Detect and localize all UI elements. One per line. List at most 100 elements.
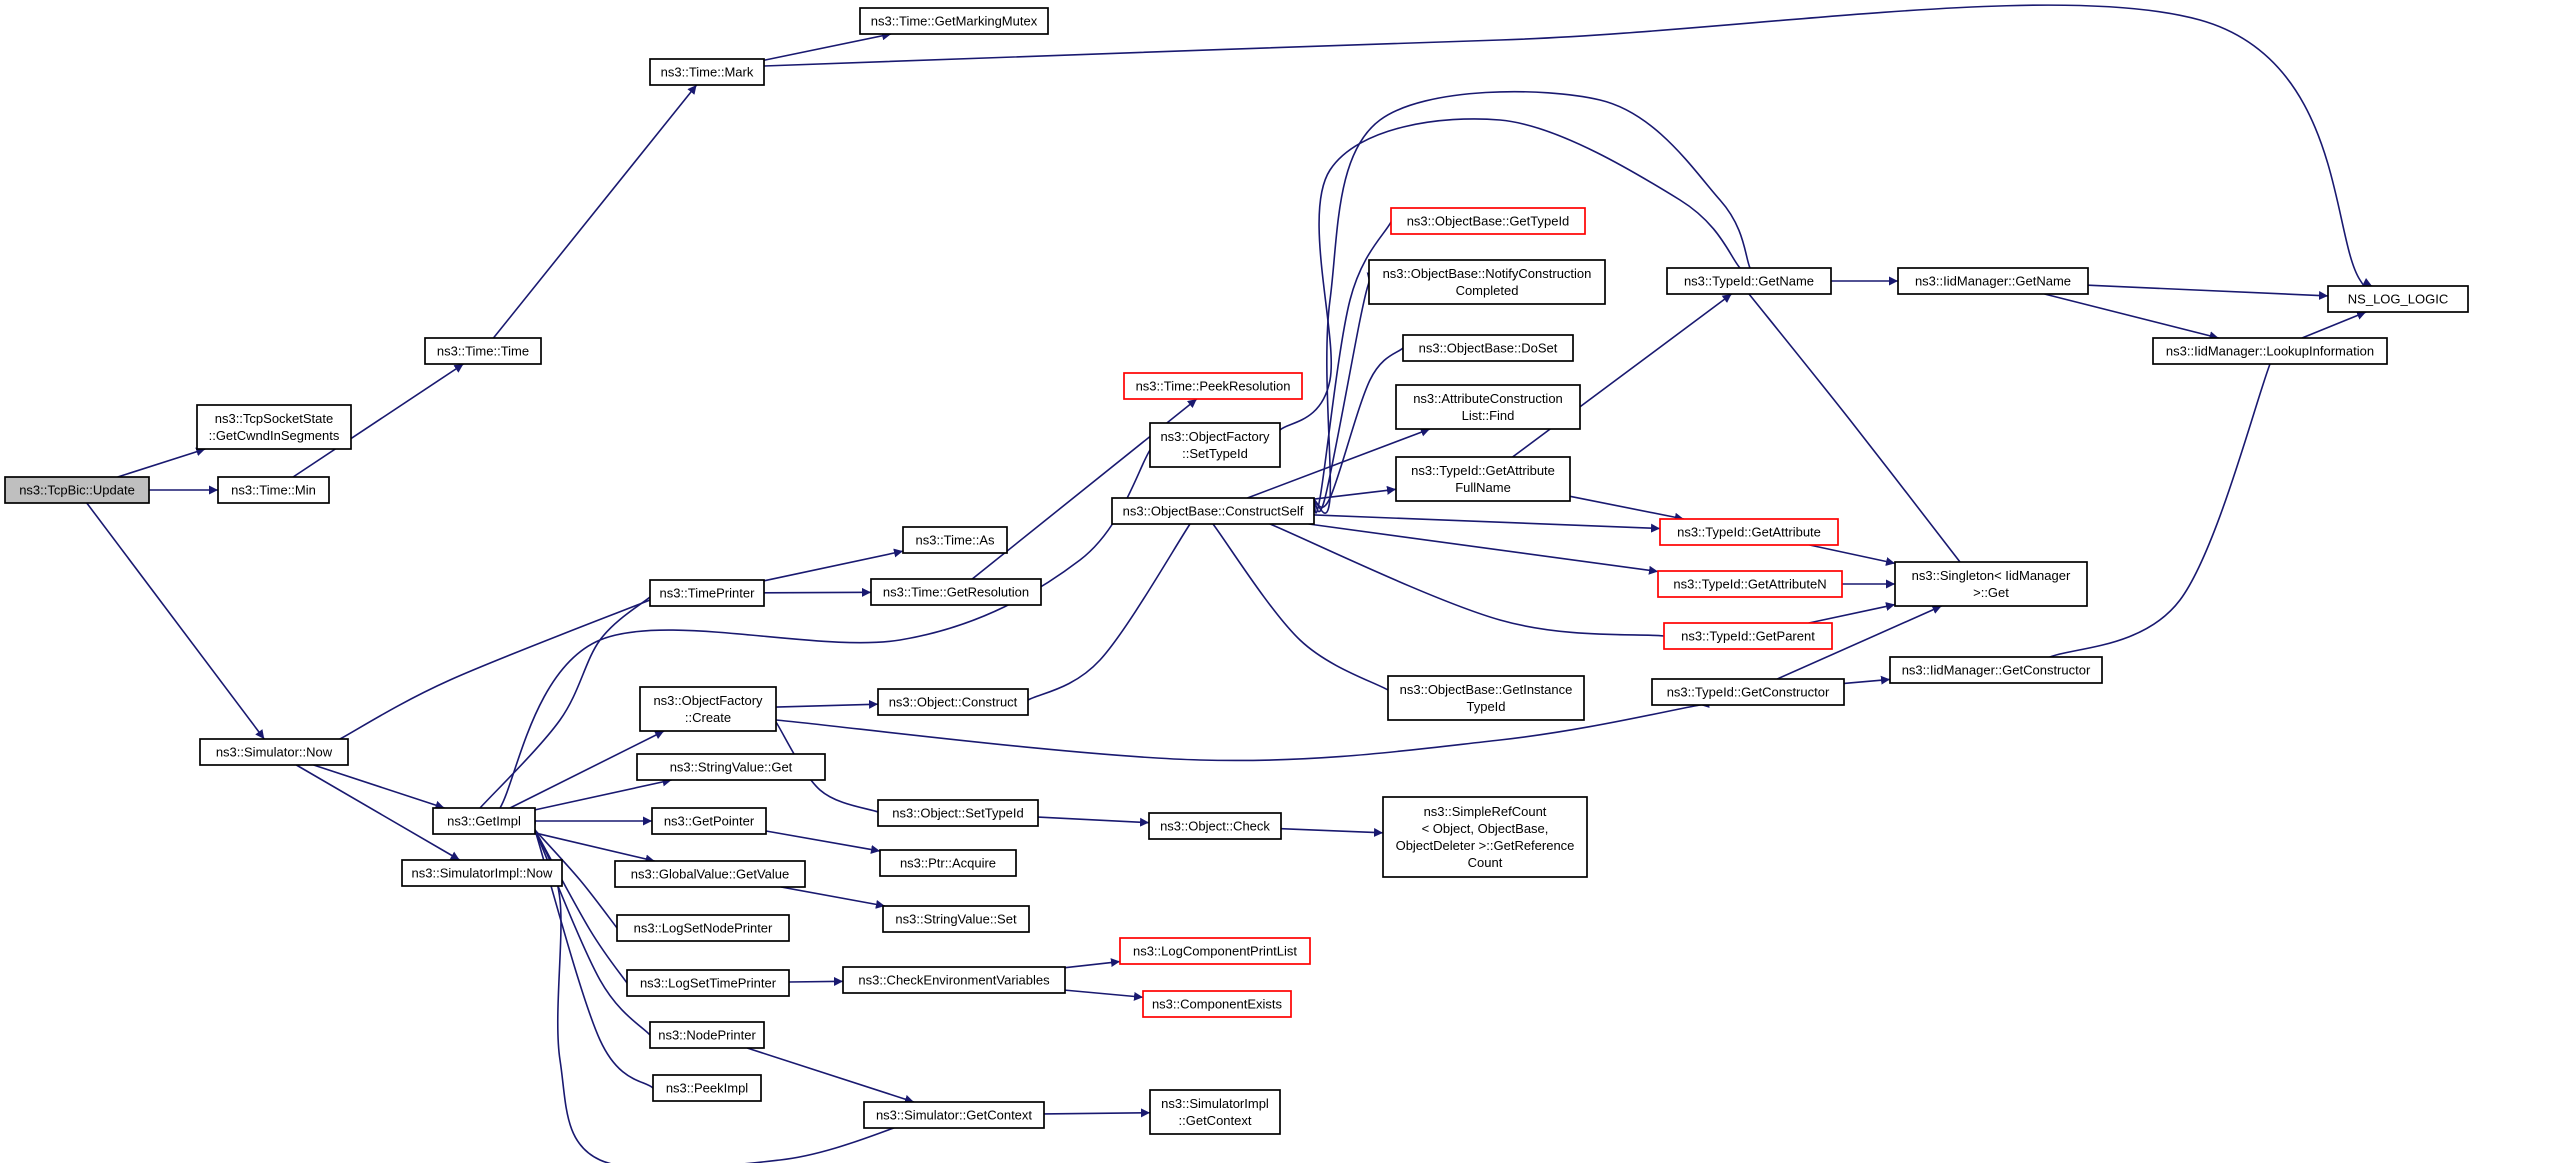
node-box[interactable] xyxy=(649,1021,765,1049)
node-box[interactable] xyxy=(401,859,563,887)
node-box[interactable] xyxy=(424,337,542,365)
node-box[interactable] xyxy=(2327,285,2469,313)
node-box[interactable] xyxy=(1657,570,1843,598)
node-box[interactable] xyxy=(1663,622,1833,650)
node-objectbase-notify[interactable]: ns3::ObjectBase::NotifyConstructionCompl… xyxy=(1368,259,1606,305)
node-box[interactable] xyxy=(1142,990,1292,1018)
node-box[interactable] xyxy=(1897,267,2089,295)
node-box[interactable] xyxy=(870,578,1042,606)
node-iidmanager-getname[interactable]: ns3::IidManager::GetName xyxy=(1897,267,2089,295)
node-box[interactable] xyxy=(639,686,777,732)
node-simulator-now[interactable]: ns3::Simulator::Now xyxy=(199,738,349,766)
node-box[interactable] xyxy=(1123,372,1303,400)
node-box[interactable] xyxy=(842,966,1066,994)
node-box[interactable] xyxy=(1119,937,1311,965)
node-log-set-time-printer[interactable]: ns3::LogSetTimePrinter xyxy=(626,969,790,997)
node-typeid-getconstructor[interactable]: ns3::TypeId::GetConstructor xyxy=(1651,678,1845,706)
node-box[interactable] xyxy=(877,799,1039,827)
node-box[interactable] xyxy=(616,914,790,942)
node-box[interactable] xyxy=(217,476,330,504)
node-box[interactable] xyxy=(863,1101,1045,1129)
node-typeid-getname[interactable]: ns3::TypeId::GetName xyxy=(1666,267,1832,295)
node-box[interactable] xyxy=(1382,796,1588,878)
node-ns-log-logic[interactable]: NS_LOG_LOGIC xyxy=(2327,285,2469,313)
node-get-pointer[interactable]: ns3::GetPointer xyxy=(651,807,767,835)
node-node-printer[interactable]: ns3::NodePrinter xyxy=(649,1021,765,1049)
node-globalvalue-getvalue[interactable]: ns3::GlobalValue::GetValue xyxy=(614,860,806,888)
node-box[interactable] xyxy=(1651,678,1845,706)
node-box[interactable] xyxy=(1149,1089,1281,1135)
node-box[interactable] xyxy=(199,738,349,766)
node-typeid-getparent[interactable]: ns3::TypeId::GetParent xyxy=(1663,622,1833,650)
node-box[interactable] xyxy=(1889,656,2103,684)
node-box[interactable] xyxy=(1149,422,1281,468)
node-object-check[interactable]: ns3::Object::Check xyxy=(1148,812,1282,840)
node-check-env-vars[interactable]: ns3::CheckEnvironmentVariables xyxy=(842,966,1066,994)
node-time-as[interactable]: ns3::Time::As xyxy=(902,526,1008,554)
node-box[interactable] xyxy=(4,476,150,504)
node-get-impl[interactable]: ns3::GetImpl xyxy=(432,807,536,835)
node-box[interactable] xyxy=(652,1074,762,1102)
node-singleton-get[interactable]: ns3::Singleton< IidManager >::Get xyxy=(1894,561,2088,607)
node-box[interactable] xyxy=(651,807,767,835)
node-typeid-getattribute[interactable]: ns3::TypeId::GetAttribute xyxy=(1659,518,1839,546)
node-box[interactable] xyxy=(882,905,1030,933)
node-box[interactable] xyxy=(1659,518,1839,546)
node-objectfactory-settypeid[interactable]: ns3::ObjectFactory::SetTypeId xyxy=(1149,422,1281,468)
node-box[interactable] xyxy=(614,860,806,888)
node-log-set-node-printer[interactable]: ns3::LogSetNodePrinter xyxy=(616,914,790,942)
node-box[interactable] xyxy=(1666,267,1832,295)
node-stringvalue-set[interactable]: ns3::StringValue::Set xyxy=(882,905,1030,933)
node-box[interactable] xyxy=(2152,337,2388,365)
node-box[interactable] xyxy=(196,404,352,450)
node-box[interactable] xyxy=(1111,497,1315,525)
node-log-component-print-list[interactable]: ns3::LogComponentPrintList xyxy=(1119,937,1311,965)
node-box[interactable] xyxy=(902,526,1008,554)
node-get-marking-mutex[interactable]: ns3::Time::GetMarkingMutex xyxy=(859,7,1049,35)
node-box[interactable] xyxy=(1894,561,2088,607)
node-box[interactable] xyxy=(1395,384,1581,430)
node-time-printer[interactable]: ns3::TimePrinter xyxy=(649,579,765,607)
node-simulatorimpl-now[interactable]: ns3::SimulatorImpl::Now xyxy=(401,859,563,887)
node-typeid-getattributen[interactable]: ns3::TypeId::GetAttributeN xyxy=(1657,570,1843,598)
node-objectbase-constructself[interactable]: ns3::ObjectBase::ConstructSelf xyxy=(1111,497,1315,525)
node-time-min[interactable]: ns3::Time::Min xyxy=(217,476,330,504)
node-simplerefcount[interactable]: ns3::SimpleRefCount< Object, ObjectBase,… xyxy=(1382,796,1588,878)
node-objectfactory-create[interactable]: ns3::ObjectFactory::Create xyxy=(639,686,777,732)
node-box[interactable] xyxy=(877,688,1029,716)
node-iidmanager-lookup[interactable]: ns3::IidManager::LookupInformation xyxy=(2152,337,2388,365)
node-box[interactable] xyxy=(649,58,765,86)
node-box[interactable] xyxy=(1402,334,1574,362)
node-object-settypeid[interactable]: ns3::Object::SetTypeId xyxy=(877,799,1039,827)
node-ptr-acquire[interactable]: ns3::Ptr::Acquire xyxy=(879,849,1017,877)
node-box[interactable] xyxy=(1390,207,1586,235)
node-box[interactable] xyxy=(859,7,1049,35)
node-box[interactable] xyxy=(649,579,765,607)
node-box[interactable] xyxy=(626,969,790,997)
node-tcpbic-update[interactable]: ns3::TcpBic::Update xyxy=(4,476,150,504)
node-time-time[interactable]: ns3::Time::Time xyxy=(424,337,542,365)
node-simulatorimpl-get-context[interactable]: ns3::SimulatorImpl::GetContext xyxy=(1149,1089,1281,1135)
node-get-cwnd[interactable]: ns3::TcpSocketState::GetCwndInSegments xyxy=(196,404,352,450)
node-time-mark[interactable]: ns3::Time::Mark xyxy=(649,58,765,86)
node-peek-impl[interactable]: ns3::PeekImpl xyxy=(652,1074,762,1102)
node-box[interactable] xyxy=(1368,259,1606,305)
node-box[interactable] xyxy=(432,807,536,835)
node-box[interactable] xyxy=(636,753,826,781)
node-time-peek-resolution[interactable]: ns3::Time::PeekResolution xyxy=(1123,372,1303,400)
node-iidmanager-getconstructor[interactable]: ns3::IidManager::GetConstructor xyxy=(1889,656,2103,684)
node-stringvalue-get[interactable]: ns3::StringValue::Get xyxy=(636,753,826,781)
node-objectbase-doset[interactable]: ns3::ObjectBase::DoSet xyxy=(1402,334,1574,362)
node-box[interactable] xyxy=(1395,456,1571,502)
node-box[interactable] xyxy=(1387,675,1585,721)
node-time-get-resolution[interactable]: ns3::Time::GetResolution xyxy=(870,578,1042,606)
node-object-construct[interactable]: ns3::Object::Construct xyxy=(877,688,1029,716)
node-simulator-get-context[interactable]: ns3::Simulator::GetContext xyxy=(863,1101,1045,1129)
node-box[interactable] xyxy=(1148,812,1282,840)
node-box[interactable] xyxy=(879,849,1017,877)
node-objectbase-gettypeid[interactable]: ns3::ObjectBase::GetTypeId xyxy=(1390,207,1586,235)
node-component-exists[interactable]: ns3::ComponentExists xyxy=(1142,990,1292,1018)
